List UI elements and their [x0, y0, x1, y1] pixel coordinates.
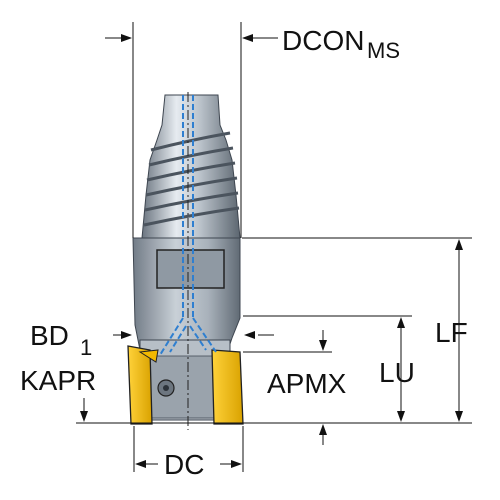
body-flat: [156, 249, 225, 289]
insert-left: [127, 345, 153, 425]
label-dc: DC: [164, 449, 204, 480]
label-dcon-sub: MS: [367, 38, 400, 63]
dimension-lines: [76, 22, 472, 472]
insert-right: [211, 349, 244, 425]
label-apmx: APMX: [267, 368, 347, 399]
label-bd: BD: [30, 320, 69, 351]
label-lu: LU: [379, 357, 415, 388]
label-kapr: KAPR: [20, 365, 96, 396]
cutting-inserts: [127, 345, 244, 425]
arrowheads: [80, 34, 463, 468]
cutter-body: [132, 237, 241, 421]
label-bd-sub: 1: [80, 335, 92, 360]
label-dcon: DCON: [282, 25, 364, 56]
dimension-labels: DCON MS LF LU BD 1 KAPR APMX DC: [20, 25, 468, 480]
thread-ridges: [143, 131, 240, 227]
label-lf: LF: [435, 317, 468, 348]
tool-shank: [141, 94, 241, 239]
coolant-channel: [159, 95, 217, 356]
